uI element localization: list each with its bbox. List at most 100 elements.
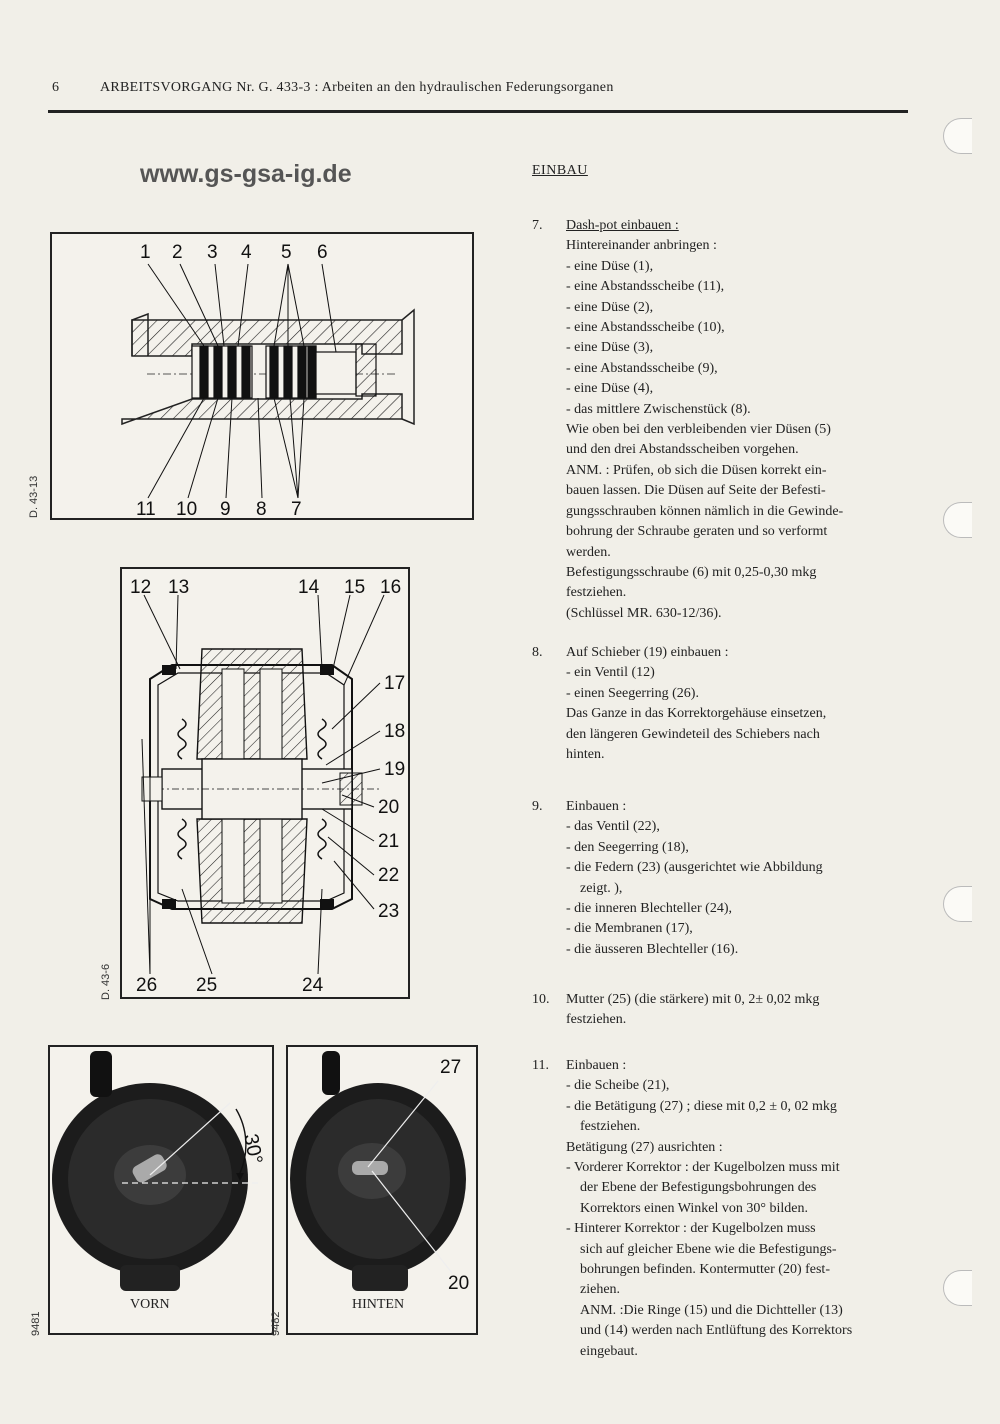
binder-hole bbox=[943, 1270, 972, 1306]
step-line: bauen lassen. Die Düsen auf Seite der Be… bbox=[566, 483, 826, 499]
fig1-label: 10 bbox=[176, 499, 197, 518]
fig2-label: 25 bbox=[196, 975, 217, 996]
step-line: Einbauen : bbox=[566, 799, 627, 814]
step-line: - eine Düse (4), bbox=[566, 381, 654, 397]
fig2-label: 12 bbox=[130, 577, 151, 598]
step-line: - eine Düse (2), bbox=[566, 299, 654, 315]
figure-code: D. 43-13 bbox=[28, 475, 40, 518]
photo-caption-front: VORN bbox=[130, 1297, 170, 1312]
fig1-label: 5 bbox=[281, 242, 292, 263]
step-number: 8. bbox=[532, 645, 543, 660]
label-20: 20 bbox=[448, 1273, 469, 1294]
fig1-label: 8 bbox=[256, 499, 267, 518]
header-rule bbox=[48, 110, 908, 113]
step-line: Befestigungsschraube (6) mit 0,25-0,30 m… bbox=[566, 564, 817, 580]
step-line: - einen Seegerring (26). bbox=[566, 685, 699, 701]
fig2-label: 20 bbox=[378, 797, 399, 818]
fig2-label: 18 bbox=[384, 721, 405, 742]
step-body: Auf Schieber (19) einbauen : - ein Venti… bbox=[566, 643, 916, 765]
step-line: - die Federn (23) (ausgerichtet wie Abbi… bbox=[566, 860, 823, 876]
corrector-drawing: 12 13 14 15 16 17 18 19 20 21 22 23 26 2… bbox=[130, 577, 405, 996]
step-line: Einbauen : bbox=[566, 1058, 627, 1073]
step-line: Korrektors einen Winkel von 30° bilden. bbox=[580, 1200, 808, 1216]
step-line: und den drei Abstandsscheiben vorgehen. bbox=[566, 442, 799, 458]
step-line: - die äusseren Blechteller (16). bbox=[566, 941, 739, 957]
photo-caption-rear: HINTEN bbox=[352, 1297, 405, 1312]
step-line: - eine Düse (1), bbox=[566, 258, 654, 274]
step-line: der Ebene der Befestigungsbohrungen des bbox=[580, 1180, 817, 1196]
fig2-label: 13 bbox=[168, 577, 189, 598]
step-heading: Dash-pot einbauen : bbox=[566, 218, 679, 233]
fig1-label: 9 bbox=[220, 499, 231, 518]
fig2-label: 23 bbox=[378, 901, 399, 922]
step-line: - eine Düse (3), bbox=[566, 340, 654, 356]
step-line: festziehen. bbox=[566, 585, 627, 601]
step-note: ANM. :Die Ringe (15) und die Dichtteller… bbox=[580, 1302, 843, 1318]
step-line: ziehen. bbox=[580, 1282, 621, 1298]
fig2-label: 26 bbox=[136, 975, 157, 996]
step-line: - eine Abstandsscheibe (11), bbox=[566, 279, 725, 295]
step-number: 9. bbox=[532, 799, 543, 814]
step-number: 10. bbox=[532, 992, 550, 1007]
step-line: - eine Abstandsscheibe (9), bbox=[566, 360, 718, 376]
step-line: - die Scheibe (21), bbox=[566, 1078, 670, 1094]
step-line: - das mittlere Zwischenstück (8). bbox=[566, 401, 751, 417]
step-line: festziehen. bbox=[580, 1119, 641, 1135]
step-line: eingebaut. bbox=[580, 1343, 638, 1359]
step-line: Wie oben bei den verbleibenden vier Düse… bbox=[566, 422, 831, 438]
step-line: den längeren Gewindeteil des Schiebers n… bbox=[566, 726, 820, 742]
step-line: festziehen. bbox=[566, 1012, 627, 1028]
fig2-label: 17 bbox=[384, 673, 405, 694]
fig2-label: 19 bbox=[384, 759, 405, 780]
binder-hole bbox=[943, 886, 972, 922]
binder-hole bbox=[943, 502, 972, 538]
step-line: - ein Ventil (12) bbox=[566, 665, 655, 681]
step-body: Einbauen : - die Scheibe (21), - die Bet… bbox=[566, 1056, 916, 1362]
page-title: ARBEITSVORGANG Nr. G. 433-3 : Arbeiten a… bbox=[100, 80, 614, 95]
fig1-label: 1 bbox=[140, 242, 151, 263]
step-line: - die inneren Blechteller (24), bbox=[566, 901, 732, 917]
angle-label: 30° bbox=[239, 1132, 266, 1166]
fig2-label: 22 bbox=[378, 865, 399, 886]
photo-code: 9482 bbox=[270, 1311, 282, 1336]
step-line: - Hinterer Korrektor : der Kugelbolzen m… bbox=[566, 1221, 816, 1237]
step-line: gungsschrauben können nämlich in die Gew… bbox=[566, 503, 844, 519]
step-line: werden. bbox=[566, 544, 611, 560]
fig2-label: 15 bbox=[344, 577, 365, 598]
step-line: - Vorderer Korrektor : der Kugelbolzen m… bbox=[566, 1160, 840, 1176]
fig1-label: 11 bbox=[136, 499, 156, 518]
photo-front-drawing: 30° bbox=[52, 1051, 266, 1291]
step-line: hinten. bbox=[566, 747, 605, 763]
step-number: 11. bbox=[532, 1058, 549, 1073]
fig2-label: 16 bbox=[380, 577, 401, 598]
step-note: ANM. : Prüfen, ob sich die Düsen korrekt… bbox=[566, 462, 827, 478]
step-line: (Schlüssel MR. 630-12/36). bbox=[566, 605, 722, 621]
step-number: 7. bbox=[532, 218, 543, 233]
step-line: zeigt. ), bbox=[580, 880, 623, 896]
photo-code: 9481 bbox=[30, 1311, 42, 1336]
label-27: 27 bbox=[440, 1057, 461, 1078]
fig1-label: 7 bbox=[291, 499, 302, 518]
step-line: - das Ventil (22), bbox=[566, 819, 660, 835]
website-watermark: www.gs-gsa-ig.de bbox=[140, 160, 352, 188]
step-line: - den Seegerring (18), bbox=[566, 839, 689, 855]
step-body: Dash-pot einbauen : Hintereinander anbri… bbox=[566, 216, 916, 624]
fig2-label: 24 bbox=[302, 975, 324, 996]
step-line: Auf Schieber (19) einbauen : bbox=[566, 645, 729, 660]
step-body: Einbauen : - das Ventil (22), - den Seeg… bbox=[566, 797, 916, 960]
step-line: und (14) werden nach Entlüftung des Korr… bbox=[580, 1323, 853, 1339]
step-line: Hintereinander anbringen : bbox=[566, 238, 717, 254]
fig2-label: 14 bbox=[298, 577, 320, 598]
step-line: Mutter (25) (die stärkere) mit 0, 2± 0,0… bbox=[566, 992, 820, 1007]
figure-corrector: 12 13 14 15 16 17 18 19 20 21 22 23 26 2… bbox=[120, 567, 410, 999]
figure-code: D. 43-6 bbox=[100, 963, 112, 1000]
page-number: 6 bbox=[52, 80, 60, 95]
step-line: - eine Abstandsscheibe (10), bbox=[566, 320, 725, 336]
fig1-label: 3 bbox=[207, 242, 218, 263]
photo-front-corrector: 30° VORN bbox=[48, 1045, 274, 1335]
fig1-label: 2 bbox=[172, 242, 183, 263]
step-line: - die Betätigung (27) ; diese mit 0,2 ± … bbox=[566, 1098, 837, 1114]
dash-pot-drawing: 1 2 3 4 5 6 11 10 9 8 7 bbox=[121, 242, 415, 518]
photo-rear-corrector: 27 20 HINTEN bbox=[286, 1045, 478, 1335]
fig1-label: 4 bbox=[241, 242, 252, 263]
